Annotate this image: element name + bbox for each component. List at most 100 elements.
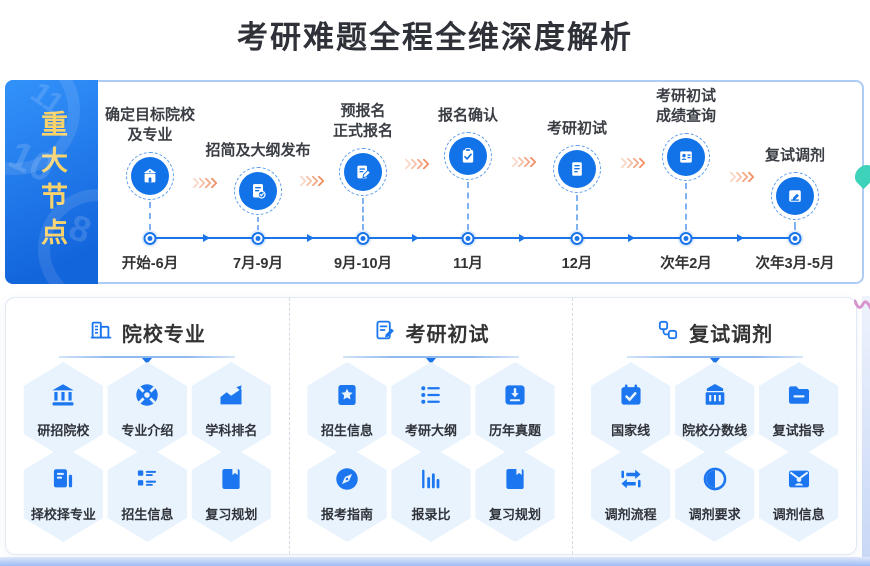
feature-item[interactable]: 历年真题 (475, 362, 555, 458)
route-icon (656, 318, 680, 347)
node-label: 预报名 正式报名 (332, 102, 393, 140)
section-title: 考研初试 (405, 324, 490, 346)
node-label: 报名确认 (437, 106, 498, 124)
node-date: 次年3月-5月 (755, 256, 835, 272)
node-date: 9月-10月 (333, 256, 393, 272)
folder-icon (785, 381, 813, 414)
node-date: 11月 (453, 256, 483, 272)
feature-item[interactable]: 复习规划 (475, 446, 555, 542)
node-date: 开始-6月 (121, 256, 179, 272)
doc-pen-icon (373, 318, 397, 347)
feature-label: 报考指南 (320, 507, 373, 522)
feature-label: 择校择专业 (30, 507, 96, 522)
feature-item[interactable]: 研招院校 (23, 362, 103, 458)
outline-list-icon (417, 381, 445, 414)
axis-arrow-icon (519, 234, 526, 242)
section-header: 院校专业 (6, 318, 289, 347)
feature-label: 调剂要求 (688, 507, 741, 522)
chevron-right-icon (507, 156, 537, 168)
feature-item[interactable]: 院校分数线 (675, 362, 755, 458)
axis-arrow-icon (203, 234, 210, 242)
node-ring (771, 172, 819, 220)
node-dot (570, 232, 584, 245)
feature-label: 院校分数线 (682, 423, 748, 438)
feature-item[interactable]: 报考指南 (307, 446, 387, 542)
buildings-icon (89, 318, 113, 347)
feature-item[interactable]: 择校择专业 (23, 446, 103, 542)
node-dot (251, 232, 265, 245)
feature-label: 调剂流程 (604, 507, 657, 522)
doc-edit-icon (344, 153, 382, 191)
node-date: 次年2月 (660, 256, 712, 272)
node-ring (553, 145, 601, 193)
node-label: 考研初试 (546, 119, 607, 137)
feature-item[interactable]: 学科排名 (191, 362, 271, 458)
node-ring (444, 132, 492, 180)
book-icon (501, 465, 529, 498)
node-connector (149, 202, 151, 230)
feature-label: 研招院校 (37, 423, 90, 438)
axis-arrow-icon (307, 234, 314, 242)
mail-user-icon (785, 465, 813, 498)
feature-label: 复习规划 (488, 507, 541, 522)
node-label: 招简及大纲发布 (205, 141, 311, 159)
feature-item[interactable]: 复试指导 (759, 362, 839, 458)
node-dot (461, 232, 475, 245)
node-label: 复试调剂 (764, 146, 825, 164)
node-label: 确定目标院校 及专业 (104, 106, 195, 144)
section-underline (343, 356, 519, 364)
section-first-exam: 考研初试 招生信息 考研大纲 历年真题 报考指南 报录 (288, 298, 573, 554)
documents-icon (49, 465, 77, 498)
section-header: 考研初试 (290, 318, 573, 347)
section-title: 院校专业 (121, 324, 206, 346)
contrast-icon (701, 465, 729, 498)
feature-item[interactable]: 复习规划 (191, 446, 271, 542)
node-connector (685, 183, 687, 230)
feature-item[interactable]: 报录比 (391, 446, 471, 542)
feature-item[interactable]: 专业介绍 (107, 362, 187, 458)
chevron-right-icon (295, 175, 325, 187)
page: { "page": { "title": "考研难题全程全维深度解析" }, "… (0, 12, 870, 566)
list-icon (133, 465, 161, 498)
doc-check-icon (239, 172, 277, 210)
axis-arrow-icon (412, 234, 419, 242)
feature-label: 国家线 (611, 423, 651, 438)
school-building-icon (131, 157, 169, 195)
feature-label: 复试指导 (772, 423, 825, 438)
feature-label: 招生信息 (320, 423, 373, 438)
clipboard-check-icon (449, 137, 487, 175)
feature-label: 报录比 (411, 507, 451, 522)
chevron-right-icon (400, 158, 430, 170)
exam-doc-icon (558, 150, 596, 188)
bar-chart-icon (417, 465, 445, 498)
node-connector (362, 198, 364, 230)
section-underline (626, 356, 803, 364)
node-date: 7月-9月 (233, 256, 283, 272)
axis-arrow-icon (737, 234, 744, 242)
feature-item[interactable]: 调剂要求 (675, 446, 755, 542)
node-ring (126, 152, 174, 200)
feature-item[interactable]: 招生信息 (107, 446, 187, 542)
node-ring (339, 148, 387, 196)
page-title: 考研难题全程全维深度解析 (237, 20, 633, 55)
download-box-icon (501, 381, 529, 414)
bookmark-star-icon (333, 381, 361, 414)
feature-item[interactable]: 招生信息 (307, 362, 387, 458)
node-ring (662, 133, 710, 181)
feature-item[interactable]: 国家线 (591, 362, 671, 458)
feature-label: 考研大纲 (404, 423, 457, 438)
chevron-right-icon (188, 177, 218, 189)
trend-chart-icon (217, 381, 245, 414)
feature-item[interactable]: 调剂流程 (591, 446, 671, 542)
node-label: 考研初试 成绩查询 (655, 87, 716, 125)
feature-label: 复习规划 (205, 507, 258, 522)
section-header: 复试调剂 (573, 318, 856, 347)
section-title: 复试调剂 (689, 324, 774, 346)
feature-item[interactable]: 考研大纲 (391, 362, 471, 458)
node-dot (788, 232, 802, 245)
node-connector (794, 222, 796, 230)
node-ring (234, 167, 282, 215)
right-background-strip (862, 296, 870, 557)
feature-label: 历年真题 (488, 423, 541, 438)
feature-item[interactable]: 调剂信息 (759, 446, 839, 542)
